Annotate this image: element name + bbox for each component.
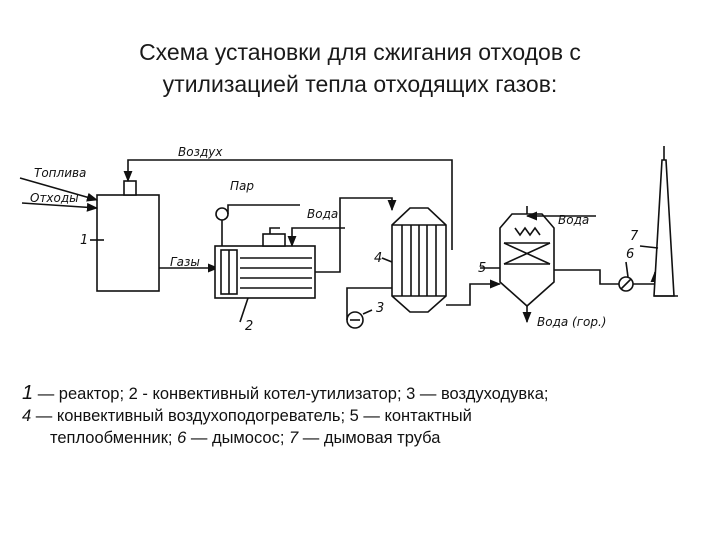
legend-line-1: 1 — реактор; 2 - конвективный котел-утил… (22, 382, 549, 404)
label-hot-water: Вода (гор.) (537, 315, 606, 329)
gas-line-2 (315, 197, 397, 273)
steam-line (227, 204, 300, 214)
air-blower-line (346, 287, 392, 320)
boiler (214, 245, 316, 299)
number-3: 3 (376, 301, 384, 316)
legend: 1 — реактор; 2 - конвективный котел-утил… (22, 382, 702, 449)
legend-line-2: 4 — конвективный воздухоподогреватель; 5… (22, 407, 472, 425)
page-title: Схема установки для сжигания отходов с у… (0, 36, 720, 100)
water-line-1 (287, 227, 345, 248)
label-gases: Газы (170, 255, 200, 269)
label-fuel: Топлива (34, 166, 86, 180)
reactor (96, 194, 160, 292)
number-7: 7 (630, 229, 639, 244)
number-5: 5 (478, 261, 486, 276)
title-line-1: Схема установки для сжигания отходов с (139, 39, 581, 65)
title-line-2: утилизацией тепла отходящих газов: (162, 71, 558, 97)
air-line (123, 159, 453, 250)
reactor-burner (123, 180, 137, 196)
legend-line-3: теплообменник; 6 — дымосос; 7 — дымовая … (50, 429, 441, 447)
number-2: 2 (245, 319, 253, 334)
process-diagram: Воздух Топлива Отходы Пар Вода Вода Газы… (19, 145, 678, 334)
label-waste: Отходы (30, 191, 79, 205)
chimney (653, 159, 675, 297)
label-water-1: Вода (307, 207, 338, 221)
label-water-2: Вода (558, 213, 589, 227)
pressure-gauge (215, 207, 229, 221)
label-air: Воздух (178, 145, 223, 159)
number-1: 1 (80, 233, 88, 248)
flue-line (554, 269, 620, 285)
contact-exchanger (499, 213, 555, 308)
gas-line-3 (446, 279, 502, 306)
number-4: 4 (374, 251, 382, 266)
number-6: 6 (626, 247, 634, 262)
boiler-drum (262, 233, 286, 247)
label-steam: Пар (230, 179, 254, 193)
